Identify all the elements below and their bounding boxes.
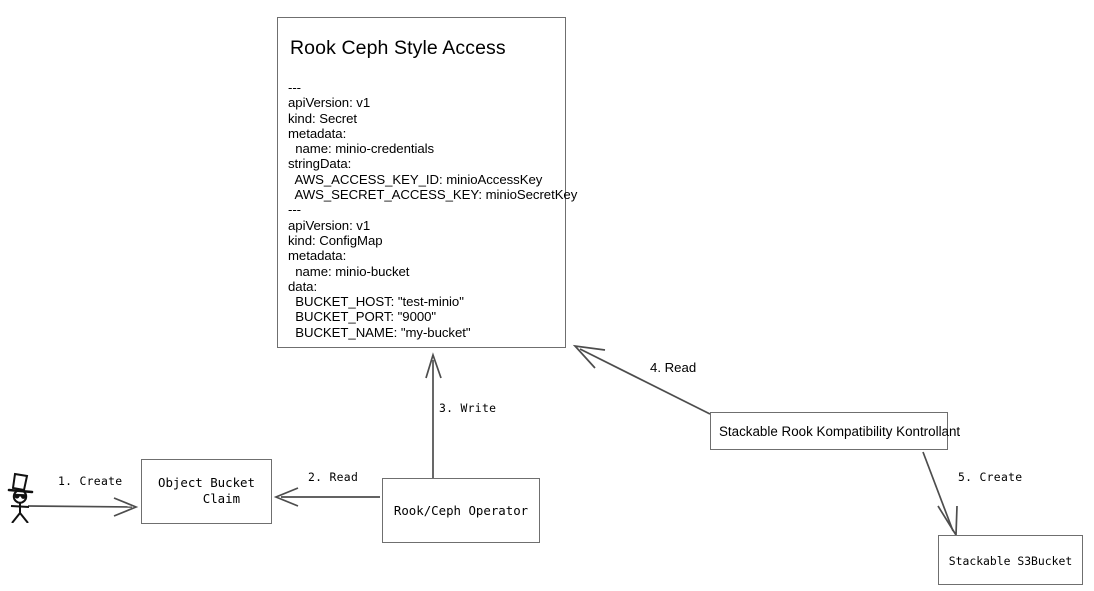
node-label: Object Bucket Claim — [158, 475, 255, 506]
node-label: Rook/Ceph Operator — [393, 503, 529, 518]
edge-label-4-read: 4. Read — [650, 360, 697, 375]
yaml-manifest-text: --- apiVersion: v1 kind: Secret metadata… — [288, 80, 578, 340]
user-stick-figure-icon — [7, 472, 34, 523]
node-rook-ceph-operator[interactable]: Rook/Ceph Operator — [382, 478, 540, 543]
node-label: Stackable Rook Kompatibility Kontrollant — [719, 424, 961, 439]
edge-label-1-create: 1. Create — [58, 474, 123, 488]
edge-label-3-write: 3. Write — [439, 401, 497, 415]
edge-2-read-arrow — [273, 487, 380, 507]
panel-title: Rook Ceph Style Access — [290, 37, 506, 59]
node-label: Stackable S3Bucket — [948, 554, 1073, 568]
edge-1-create-arrow — [27, 497, 139, 517]
edge-4-read-arrow — [572, 344, 711, 415]
edge-label-2-read: 2. Read — [308, 470, 359, 484]
node-object-bucket-claim[interactable]: Object Bucket Claim — [141, 459, 272, 524]
node-stackable-s3bucket[interactable]: Stackable S3Bucket — [938, 535, 1083, 585]
edge-label-5-create: 5. Create — [958, 470, 1023, 484]
edge-5-create-arrow — [922, 451, 958, 538]
node-stackable-rook-kompatibility-kontrollant[interactable]: Stackable Rook Kompatibility Kontrollant — [710, 412, 960, 450]
rook-ceph-style-access-panel: Rook Ceph Style Access --- apiVersion: v… — [277, 17, 577, 348]
edge-3-write-arrow — [425, 352, 442, 478]
